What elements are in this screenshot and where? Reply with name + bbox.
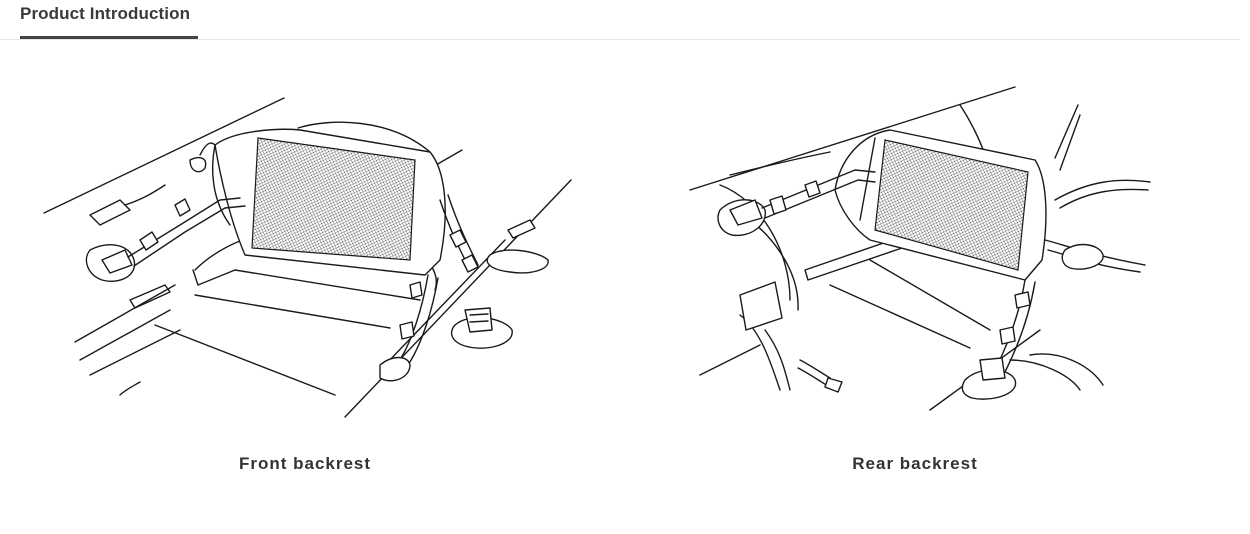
front-backrest-caption: Front backrest	[238, 454, 372, 473]
tab-bar: Product Introduction	[0, 0, 1240, 40]
tab-product-introduction[interactable]: Product Introduction	[20, 0, 198, 39]
tab-label: Product Introduction	[20, 4, 191, 23]
rear-backrest-figure	[670, 60, 1230, 480]
front-backrest-illustration	[43, 97, 572, 418]
rear-backrest-illustration	[689, 86, 1151, 411]
front-backrest-figure	[30, 60, 590, 480]
rear-backrest-caption: Rear backrest	[852, 454, 978, 473]
